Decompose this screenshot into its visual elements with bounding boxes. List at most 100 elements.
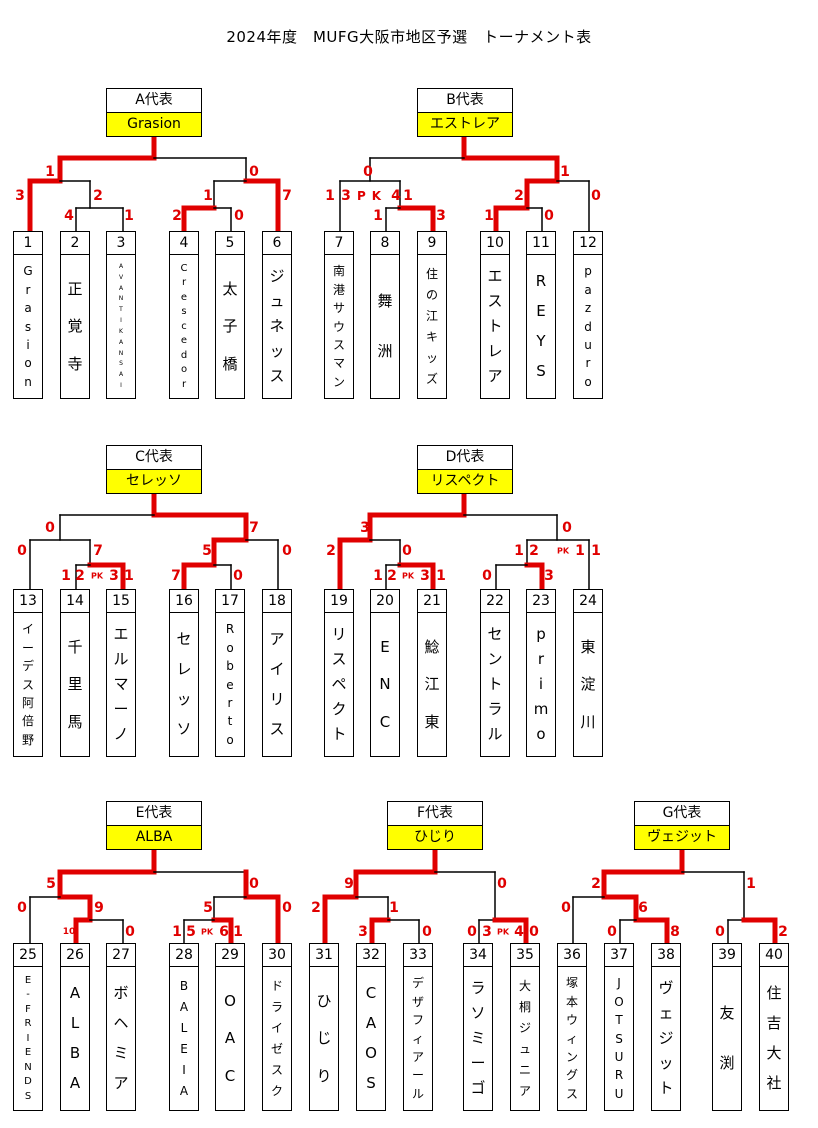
score-label: 7 — [282, 188, 292, 204]
score-label: 1 — [514, 543, 524, 559]
score-label: 3 — [360, 520, 370, 536]
score-label: 0 — [282, 543, 292, 559]
score-label: 1 — [172, 924, 182, 940]
team-number: 37 — [605, 944, 633, 967]
score-label: 1 — [325, 188, 335, 204]
score-label: 3 — [109, 568, 119, 584]
block-winner: リスペクト — [417, 470, 513, 494]
score-label: 4 — [391, 188, 401, 204]
score-label: 0 — [562, 520, 572, 536]
team-name: 住吉大社 — [766, 984, 782, 1092]
team-number: 20 — [371, 590, 399, 613]
team-name: 舞洲 — [377, 292, 393, 360]
score-label: 1 — [203, 188, 213, 204]
team-number: 19 — [325, 590, 353, 613]
score-label: 0 — [233, 568, 243, 584]
score-label: 1 — [746, 876, 756, 892]
team-name: ラソミーゴ — [470, 979, 486, 1097]
pk-label: PK — [356, 189, 388, 203]
score-label: 6 — [638, 900, 648, 916]
team-number: 28 — [170, 944, 198, 967]
score-label: 2 — [326, 543, 336, 559]
score-label: 5 — [202, 543, 212, 559]
score-label: 2 — [514, 188, 524, 204]
score-label: 0 — [561, 900, 571, 916]
representative-box: D代表リスペクト — [417, 445, 513, 494]
score-label: 0 — [363, 164, 373, 180]
score-label: 7 — [249, 520, 259, 536]
score-label: 3 — [482, 924, 492, 940]
score-label: 3 — [15, 188, 25, 204]
team-box: 15 エルマーノ — [106, 589, 136, 757]
team-number: 10 — [481, 232, 509, 255]
representative-box: C代表セレッソ — [106, 445, 202, 494]
score-label: 2 — [172, 208, 182, 224]
score-label: 0 — [402, 543, 412, 559]
team-name: エストレア — [487, 267, 503, 385]
score-label: 1 — [61, 568, 71, 584]
team-number: 24 — [574, 590, 602, 613]
team-name: ジュネッス — [269, 267, 285, 385]
team-number: 2 — [61, 232, 89, 255]
team-number: 30 — [263, 944, 291, 967]
team-number: 15 — [107, 590, 135, 613]
team-box: 40 住吉大社 — [759, 943, 789, 1111]
score-label: 10 — [62, 927, 76, 937]
team-number: 26 — [61, 944, 89, 967]
score-label: 3 — [358, 924, 368, 940]
score-label: 8 — [670, 924, 680, 940]
score-label: 4 — [514, 924, 524, 940]
score-label: 9 — [344, 876, 354, 892]
team-box: 6 ジュネッス — [262, 231, 292, 399]
score-label: 2 — [387, 568, 397, 584]
pk-label: PK — [556, 546, 570, 556]
score-label: 0 — [529, 924, 539, 940]
team-number: 5 — [216, 232, 244, 255]
team-box: 34 ラソミーゴ — [463, 943, 493, 1111]
score-label: 2 — [591, 876, 601, 892]
score-label: 0 — [422, 924, 432, 940]
team-number: 36 — [558, 944, 586, 967]
team-number: 34 — [464, 944, 492, 967]
representative-box: B代表エストレア — [417, 88, 513, 137]
representative-box: F代表ひじり — [387, 801, 483, 850]
team-number: 21 — [418, 590, 446, 613]
team-name: ひじり — [316, 991, 332, 1085]
team-number: 6 — [263, 232, 291, 255]
team-number: 25 — [14, 944, 42, 967]
team-number: 9 — [418, 232, 446, 255]
team-number: 40 — [760, 944, 788, 967]
score-label: 1 — [591, 543, 601, 559]
team-name: 住の江キッズ — [425, 267, 438, 386]
score-label: 1 — [124, 208, 134, 224]
team-number: 29 — [216, 944, 244, 967]
score-label: 0 — [591, 188, 601, 204]
score-label: 0 — [715, 924, 725, 940]
team-name: エルマーノ — [113, 625, 129, 743]
score-label: 7 — [93, 543, 103, 559]
team-number: 7 — [325, 232, 353, 255]
